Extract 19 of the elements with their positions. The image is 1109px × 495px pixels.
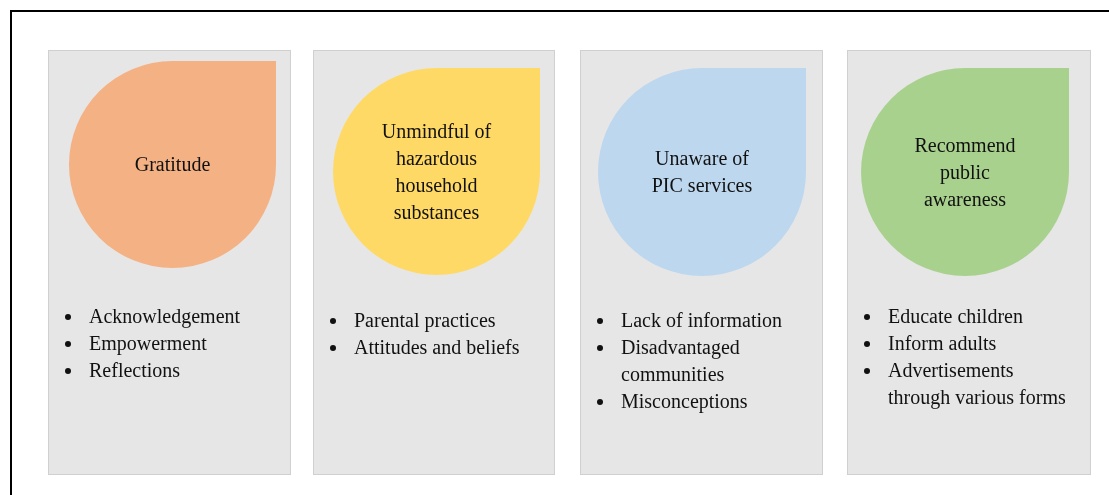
bullet-item: Educate children [888,304,1024,329]
bullet-item: Lack of information [621,308,784,333]
info-panel [580,50,823,475]
bullet-item: Advertisements through various forms [888,358,1067,411]
bullet-item: Parental practices [354,308,497,334]
info-panel [313,50,555,475]
theme-title: Unaware of PIC services [650,146,754,198]
info-panel [48,50,291,475]
theme-title: Recommend public awareness [913,132,1017,212]
bullet-item: Acknowledgement [89,304,242,330]
bullet-item: Empowerment [89,331,208,357]
bullet-item: Attitudes and beliefs [354,335,521,360]
theme-title: Gratitude [133,152,212,177]
theme-title: Unmindful of hazardous household substances [380,118,493,225]
bullet-item: Disadvantaged communities [621,335,741,387]
bullet-item: Inform adults [888,331,998,356]
info-panel [847,50,1091,475]
bullet-item: Reflections [89,358,182,383]
bullet-item: Misconceptions [621,389,749,415]
